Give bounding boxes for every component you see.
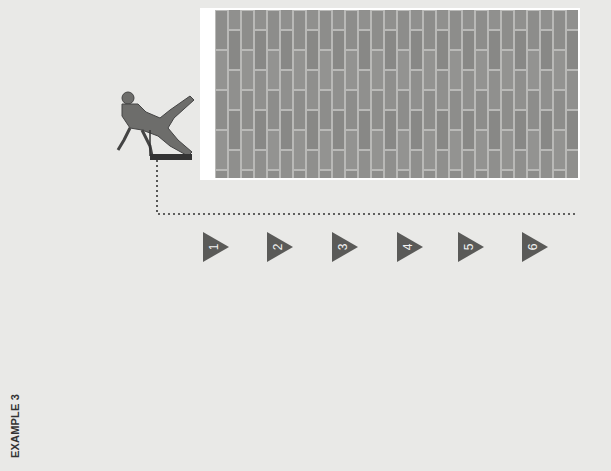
callout-number: 4 [393, 236, 423, 258]
step-marker: 2 [267, 232, 293, 262]
step-marker: 4 [397, 232, 423, 262]
callout-number: 5 [454, 236, 484, 258]
step-marker: 1 [203, 232, 229, 262]
brick-wall [215, 10, 578, 178]
wall-backdrop [200, 8, 580, 180]
example-title: EXAMPLE 3 [9, 394, 21, 458]
callout-number: 2 [263, 236, 293, 258]
callout-number: 3 [328, 236, 358, 258]
step-marker: 3 [332, 232, 358, 262]
dotted-path [157, 160, 578, 214]
step-marker: 5 [458, 232, 484, 262]
person-figure [118, 92, 194, 156]
cart-handle [149, 130, 151, 156]
callout-number: 6 [518, 236, 548, 258]
cart-platform [150, 154, 192, 160]
step-marker: 6 [522, 232, 548, 262]
callout-number: 1 [199, 236, 229, 258]
